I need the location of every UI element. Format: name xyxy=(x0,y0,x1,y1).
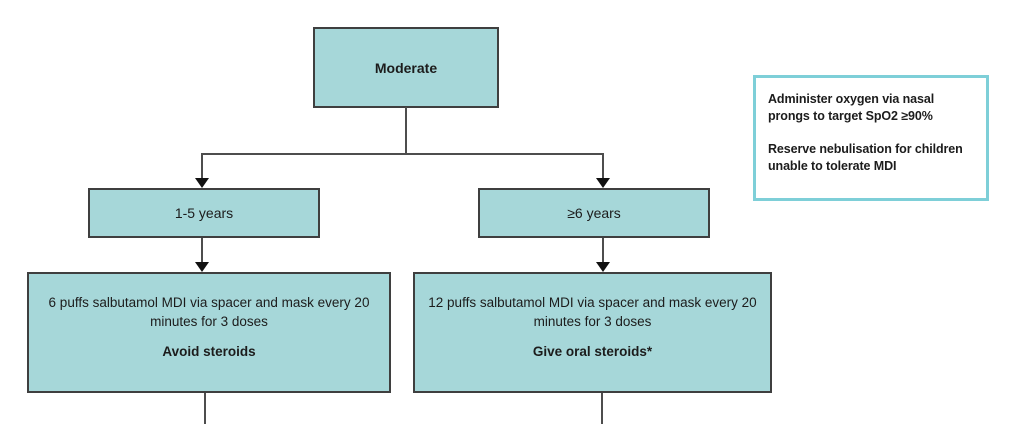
connector-left-age-to-treatment xyxy=(201,238,203,263)
age-node-1-5-years: 1-5 years xyxy=(88,188,320,238)
connector-branch-horizontal xyxy=(201,153,604,155)
arrowhead-right-branch-icon xyxy=(596,178,610,188)
treatment-node-1-5-years: 6 puffs salbutamol MDI via spacer and ma… xyxy=(27,272,391,393)
arrowhead-right-treatment-icon xyxy=(596,262,610,272)
treatment-steroids-6-years: Give oral steroids* xyxy=(532,343,653,359)
connector-moderate-stem xyxy=(405,107,407,153)
arrowhead-left-branch-icon xyxy=(195,178,209,188)
treatment-dose-1-5-years: 6 puffs salbutamol MDI via spacer and ma… xyxy=(48,294,370,329)
age-node-6-years: ≥6 years xyxy=(478,188,710,238)
connector-right-age-to-treatment xyxy=(602,238,604,263)
note-oxygen-text: Administer oxygen via nasal prongs to ta… xyxy=(768,92,935,123)
age-label-6-years: ≥6 years xyxy=(567,205,621,221)
connector-left-bottom-stub xyxy=(204,393,206,424)
connector-right-drop xyxy=(602,154,604,179)
severity-node-moderate: Moderate xyxy=(313,27,499,108)
arrowhead-left-treatment-icon xyxy=(195,262,209,272)
connector-left-drop xyxy=(201,154,203,179)
treatment-dose-6-years: 12 puffs salbutamol MDI via spacer and m… xyxy=(428,294,757,329)
oxygen-note-box: Administer oxygen via nasal prongs to ta… xyxy=(753,75,989,201)
treatment-node-6-years: 12 puffs salbutamol MDI via spacer and m… xyxy=(413,272,772,393)
age-label-1-5-years: 1-5 years xyxy=(174,205,234,221)
connector-right-bottom-stub xyxy=(601,393,603,424)
severity-label: Moderate xyxy=(374,59,438,76)
treatment-steroids-1-5-years: Avoid steroids xyxy=(162,343,256,359)
note-nebulisation-text: Reserve nebulisation for children unable… xyxy=(768,142,963,173)
